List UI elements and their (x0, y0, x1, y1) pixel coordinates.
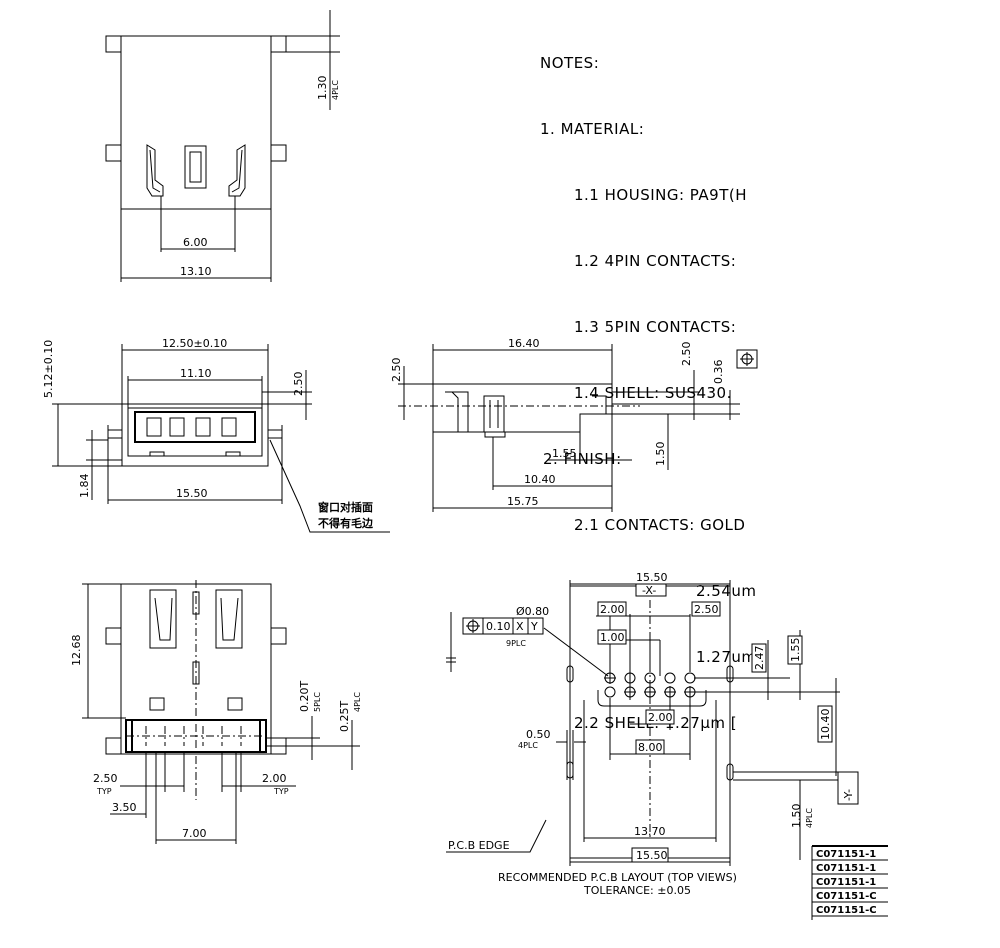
notes-finish: 2. FINISH: (543, 450, 622, 468)
pcb-hole-diameter: Ø0.80 (516, 605, 549, 618)
pcb-layout (446, 580, 859, 866)
side-dim-2-50-right: 2.50 (680, 342, 693, 367)
pcb-dim-1-50: 1.50 (790, 804, 803, 829)
bottom-dim-2-00: 2.00 (262, 772, 287, 785)
side-dim-15-75: 15.75 (507, 495, 539, 508)
bottom-view (82, 580, 360, 844)
bottom-typ-left: TYP (96, 787, 112, 796)
table-row: C071151-1 (816, 849, 876, 860)
table-row: C071151-C (816, 905, 877, 916)
bottom-dim-0-20-plc: 5PLC (313, 692, 322, 712)
top-dim-1-30-plc: 4PLC (331, 80, 340, 100)
pcb-dim-2-00-top: 2.00 (600, 603, 625, 616)
top-dim-6-00: 6.00 (183, 236, 208, 249)
front-note-line2: 不得有毛边 (318, 516, 374, 530)
notes-contacts-thick2: 1.27um (696, 648, 757, 666)
pcb-dim-2-50: 2.50 (694, 603, 719, 616)
side-dim-1-50: 1.50 (654, 442, 667, 467)
pcb-ref-y: Y (530, 620, 538, 633)
pcb-datum-y: -Y- (842, 789, 855, 801)
notes-4pin: 1.2 4PIN CONTACTS: (574, 252, 737, 270)
notes-heading: NOTES: (540, 54, 600, 72)
table-row: C071151-1 (816, 863, 876, 874)
pcb-dim-8-00: 8.00 (638, 741, 663, 754)
front-dim-11-10: 11.10 (180, 367, 212, 380)
notes-material: 1. MATERIAL: (540, 120, 645, 138)
front-dim-15-50: 15.50 (176, 487, 208, 500)
part-number-table (811, 845, 888, 920)
bottom-dim-2-50: 2.50 (93, 772, 118, 785)
top-view (105, 10, 340, 282)
notes-shell: 1.4 SHELL: SUS430. (574, 384, 732, 402)
bottom-dim-12-68: 12.68 (70, 635, 83, 667)
front-dim-5-12: 5.12±0.10 (42, 340, 55, 398)
front-note-line1: 窗口对插面 (318, 500, 373, 514)
bottom-dim-0-20: 0.20T (298, 681, 311, 712)
pcb-datum-x: -X- (642, 584, 656, 597)
table-row: C071151-1 (816, 877, 876, 888)
notes-block: NOTES: 1. MATERIAL: 1.1 HOUSING: PA9T(H … (540, 8, 757, 756)
pcb-4plc-right: 4PLC (805, 808, 814, 828)
pcb-dim-2-47: 2.47 (753, 646, 766, 671)
side-dim-2-50-left: 2.50 (390, 358, 403, 383)
side-dim-10-40: 10.40 (524, 473, 556, 486)
pcb-dim-2-00-mid: 2.00 (648, 711, 673, 724)
pcb-tolerance: TOLERANCE: ±0.05 (583, 884, 691, 897)
front-dim-1-84: 1.84 (78, 474, 91, 499)
side-view (398, 344, 758, 512)
pcb-ref-x: X (516, 620, 524, 633)
bottom-dim-7-00: 7.00 (182, 827, 207, 840)
pcb-edge-label: P.C.B EDGE (448, 839, 510, 852)
front-dim-12-50: 12.50±0.10 (162, 337, 227, 350)
notes-housing: 1.1 HOUSING: PA9T(H (574, 186, 747, 204)
pcb-dim-13-70: 13.70 (634, 825, 666, 838)
notes-5pin: 1.3 5PIN CONTACTS: (574, 318, 737, 336)
bottom-dim-0-25: 0.25T (338, 701, 351, 732)
front-dim-2-50: 2.50 (292, 372, 305, 397)
side-dim-1-55: 1.55 (552, 447, 577, 460)
table-row: C071151-C (816, 891, 877, 902)
pcb-9plc: 9PLC (506, 639, 526, 648)
notes-contacts: 2.1 CONTACTS: GOLD (574, 516, 746, 534)
top-dim-1-30: 1.30 (316, 76, 329, 101)
bottom-dim-3-50: 3.50 (112, 801, 137, 814)
pcb-position-tolerance: 0.10 (486, 620, 511, 633)
pcb-dim-15-50-top: 15.50 (636, 571, 668, 584)
pcb-dim-1-00: 1.00 (600, 631, 625, 644)
side-dim-16-40: 16.40 (508, 337, 540, 350)
pcb-caption: RECOMMENDED P.C.B LAYOUT (TOP VIEWS) (498, 871, 737, 884)
bottom-typ-right: TYP (273, 787, 289, 796)
pcb-dim-1-55: 1.55 (789, 638, 802, 663)
front-view (52, 344, 390, 533)
pcb-dim-0-50: 0.50 (526, 728, 551, 741)
top-dim-13-10: 13.10 (180, 265, 212, 278)
side-dim-0-36: 0.36 (712, 360, 725, 385)
pcb-dim-10-40: 10.40 (819, 709, 832, 741)
pcb-4plc: 4PLC (518, 741, 538, 750)
bottom-dim-0-25-plc: 4PLC (353, 692, 362, 712)
pcb-dim-15-50-bottom: 15.50 (636, 849, 668, 862)
